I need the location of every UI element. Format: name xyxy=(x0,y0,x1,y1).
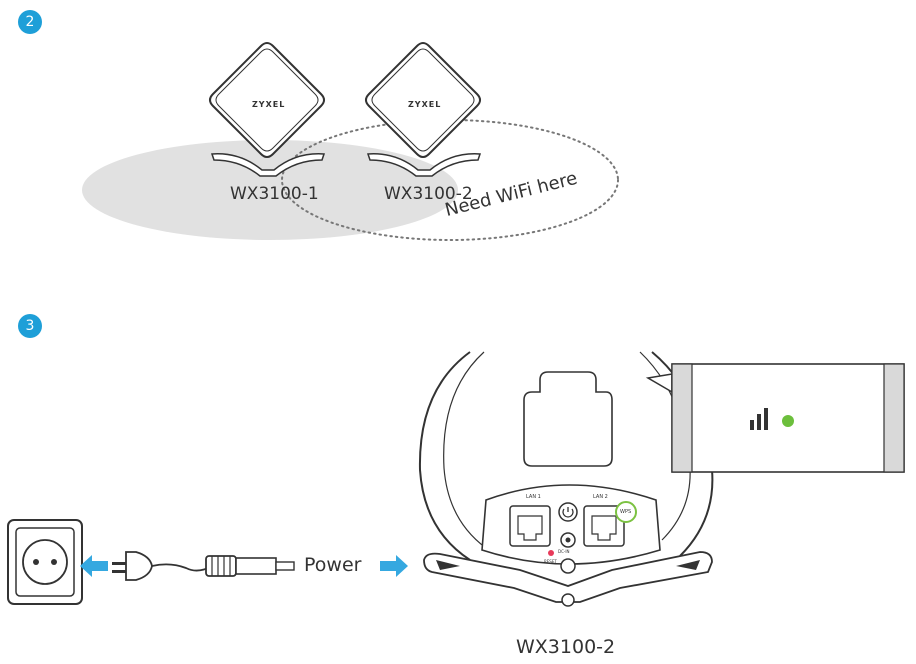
arrow-to-device xyxy=(380,555,408,577)
dc-in-label: DC-IN xyxy=(558,549,570,554)
dc-connector xyxy=(205,555,295,577)
wall-socket-icon xyxy=(7,519,83,605)
device-label-unit-2: WX3100-2 xyxy=(384,184,473,204)
wps-button xyxy=(615,501,637,523)
lan2-label: LAN 2 xyxy=(593,494,608,500)
coverage-area-unit-1 xyxy=(82,140,458,240)
wps-label: WPS xyxy=(620,509,632,515)
power-label: Power xyxy=(304,554,362,576)
device-label-unit-1: WX3100-1 xyxy=(230,184,319,204)
reset-indicator xyxy=(548,550,554,556)
signal-strength-icon xyxy=(750,408,768,430)
wx3100-1-device xyxy=(209,42,326,177)
lan1-label: LAN 1 xyxy=(526,494,541,500)
device-label-bottom: WX3100-2 xyxy=(516,636,616,658)
arrow-to-socket xyxy=(80,555,108,577)
reset-button xyxy=(560,558,576,574)
brand-logo-unit-2: ZYXEL xyxy=(408,100,442,109)
wx3100-2-device xyxy=(365,42,482,177)
step-2-badge: 2 xyxy=(18,10,42,34)
led-callout xyxy=(645,363,905,473)
reset-label: RESET xyxy=(544,559,557,564)
led-green-icon xyxy=(782,415,794,427)
brand-logo-unit-1: ZYXEL xyxy=(252,100,286,109)
power-plug-icon xyxy=(112,551,213,581)
step-3-badge: 3 xyxy=(18,314,42,338)
